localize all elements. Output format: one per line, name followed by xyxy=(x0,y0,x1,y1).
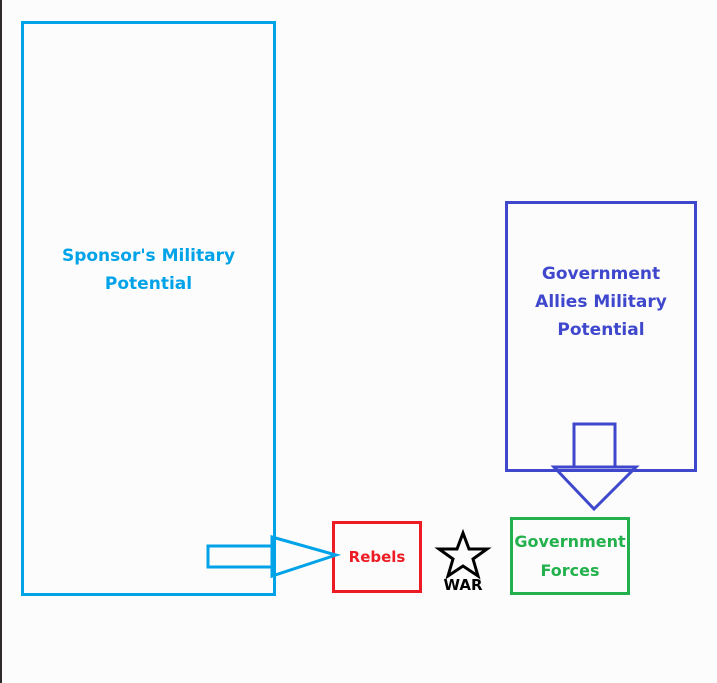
sponsor-label-line2: Potential xyxy=(104,274,193,294)
allies-label-line2: Allies Military xyxy=(535,292,667,312)
gov-label-line2: Forces xyxy=(540,561,600,580)
allies-to-government-arrow xyxy=(550,422,640,512)
window-edge xyxy=(0,0,2,683)
sponsor-to-rebels-arrow xyxy=(206,535,342,579)
star-icon xyxy=(434,528,492,580)
allies-label-line3: Potential xyxy=(557,320,645,340)
rebels-label: Rebels xyxy=(348,548,406,566)
gov-label-line1: Government xyxy=(514,532,626,551)
war-label: WAR xyxy=(443,576,483,594)
allies-label-line1: Government xyxy=(541,264,661,284)
sponsor-label-line1: Sponsor's Military xyxy=(61,246,236,266)
